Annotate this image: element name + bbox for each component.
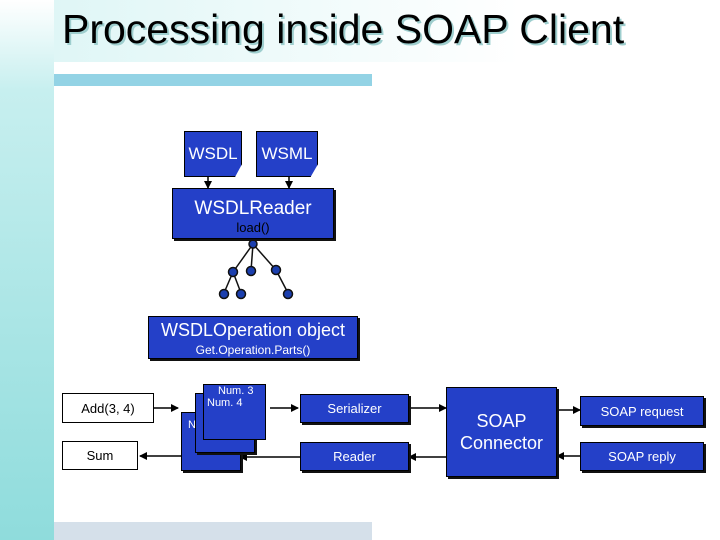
soap-connector-label: SOAP Connector <box>459 410 544 454</box>
tree-icon <box>218 239 294 300</box>
soap-reply-box: SOAP reply <box>580 442 704 471</box>
add-box: Add(3, 4) <box>62 393 154 423</box>
wsdl-document: WSDL <box>184 131 242 177</box>
part-box-num3: Num. 3 <box>203 384 266 440</box>
title-band <box>54 0 720 62</box>
num4-label-overlay: Num. 4 <box>207 397 243 409</box>
wsdl-label: WSDL <box>188 144 238 163</box>
soap-reply-label: SOAP reply <box>608 449 676 464</box>
sum-box: Sum <box>62 441 138 470</box>
soap-request-box: SOAP request <box>580 396 704 426</box>
sum-label: Sum <box>86 448 114 463</box>
wsdl-operation-box: WSDLOperation object Get.Operation.Parts… <box>148 316 358 359</box>
load-method-label: load() <box>236 220 270 235</box>
serializer-box: Serializer <box>300 394 409 423</box>
get-operation-parts-label: Get.Operation.Parts() <box>195 343 311 357</box>
serializer-label: Serializer <box>327 401 382 416</box>
reader-label: Reader <box>333 449 376 464</box>
wsml-label: WSML <box>261 144 313 163</box>
title-accent-bar <box>54 74 372 86</box>
soap-request-label: SOAP request <box>600 403 684 419</box>
wsml-document: WSML <box>256 131 318 177</box>
wsdl-reader-label: WSDLReader <box>194 198 312 219</box>
reader-box: Reader <box>300 442 409 471</box>
wsdl-reader-box: WSDLReader load() <box>172 188 334 239</box>
sidebar-gradient <box>0 0 54 540</box>
soap-connector-box: SOAP Connector <box>446 387 557 477</box>
bottom-accent-bar <box>54 522 372 540</box>
slide-title: Processing inside SOAP Client <box>62 6 625 52</box>
wsdl-operation-label: WSDLOperation object <box>160 320 346 340</box>
add-label: Add(3, 4) <box>81 400 135 416</box>
num3-label: Num. 3 <box>218 385 254 397</box>
